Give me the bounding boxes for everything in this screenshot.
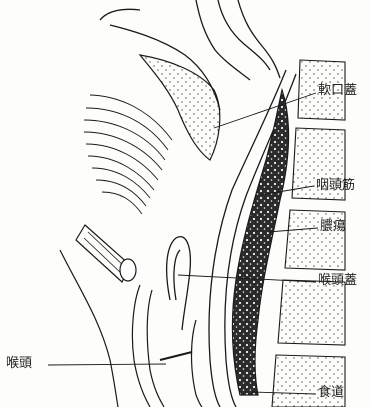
abscess-mass [233, 90, 289, 395]
label-esophagus: 食道 [318, 386, 344, 399]
label-pharyngeal-muscle: 咽頭筋 [316, 179, 355, 192]
label-soft-palate: 軟口蓋 [318, 84, 357, 97]
tongue-muscle-fibers [84, 95, 172, 214]
hyoid-muscle-block [76, 225, 136, 282]
epiglottis-shape [167, 237, 191, 330]
label-larynx: 喉頭 [6, 357, 32, 370]
label-epiglottis: 喉頭蓋 [318, 274, 357, 287]
soft-palate-shape [140, 55, 220, 160]
label-abscess: 膿瘍 [320, 220, 346, 233]
